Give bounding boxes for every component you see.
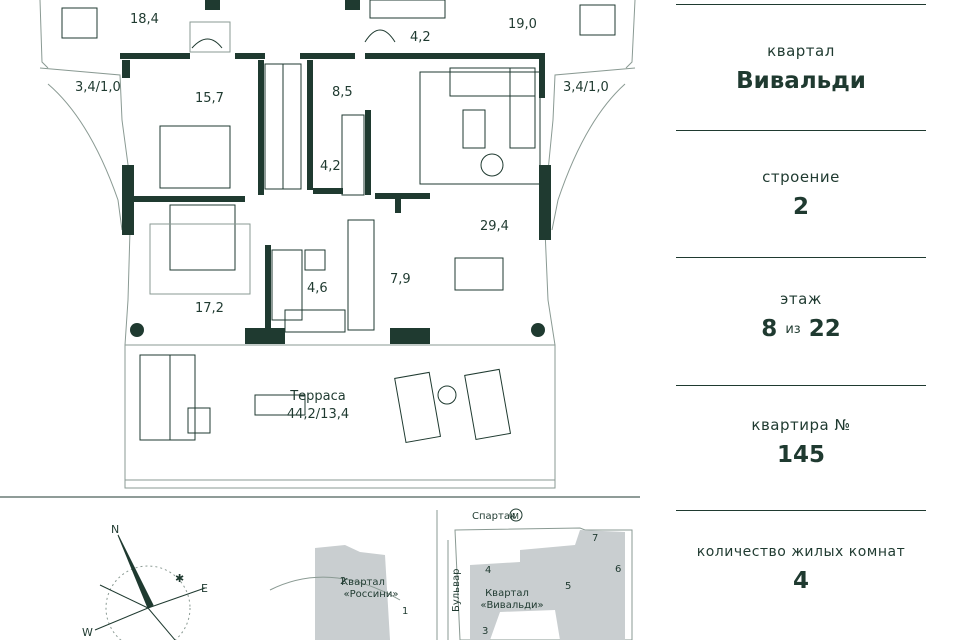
building-4: 4 bbox=[485, 565, 491, 576]
building-value: 2 bbox=[792, 194, 809, 220]
compass-e: E bbox=[201, 582, 208, 595]
room-area-12: 17,2 bbox=[195, 301, 224, 316]
floor-value: 8 bbox=[761, 316, 778, 342]
room-area-2: 4,2 bbox=[410, 30, 431, 45]
info-divider bbox=[676, 257, 926, 258]
rooms-block: количество жилых комнат 4 bbox=[676, 544, 926, 594]
room-area-11: 7,9 bbox=[390, 272, 411, 287]
building-1: 1 bbox=[402, 606, 408, 617]
sun-icon: ✱ bbox=[175, 572, 184, 585]
plan-walls bbox=[120, 0, 551, 344]
floor-value-group: 8 из 22 bbox=[676, 316, 926, 342]
floor-of: из bbox=[785, 322, 801, 337]
quarter-rossini-1: Квартал bbox=[341, 577, 385, 588]
rooms-label: количество жилых комнат bbox=[696, 544, 906, 560]
apartment-info-panel: квартал Вивальди строение 2 этаж 8 из 22 к… bbox=[676, 0, 926, 640]
plan-interior bbox=[61, 0, 616, 444]
building-3: 3 bbox=[482, 626, 488, 637]
quarter-value: Вивальди bbox=[736, 68, 866, 94]
room-area-3: 19,0 bbox=[508, 17, 537, 32]
metro-icon bbox=[509, 508, 523, 522]
quarter-vivaldi-2: «Вивальди» bbox=[480, 600, 543, 611]
apartment-value: 145 bbox=[776, 442, 825, 468]
metro-symbol: М bbox=[512, 512, 519, 521]
room-area-7: 8,5 bbox=[332, 85, 353, 100]
room-area-6: 15,7 bbox=[195, 91, 224, 106]
quarter-block: квартал Вивальди bbox=[676, 42, 926, 94]
floor-label: этаж bbox=[780, 290, 822, 308]
building-5: 5 bbox=[565, 581, 571, 592]
room-area-4: 3,4/1,0 bbox=[75, 80, 121, 95]
info-divider bbox=[676, 130, 926, 131]
building-block: строение 2 bbox=[676, 168, 926, 220]
compass: N E W ✱ bbox=[82, 523, 208, 640]
building-6: 6 bbox=[615, 564, 621, 575]
room-area-10: 4,6 bbox=[307, 281, 328, 296]
metro-name: Спартак bbox=[472, 511, 516, 522]
quarter-vivaldi-1: Квартал bbox=[485, 588, 529, 599]
building-label: строение bbox=[762, 168, 840, 186]
quarter-rossini-2: «Россини» bbox=[344, 589, 399, 600]
location-map: Спартак М Бульвар Квартал «Россини» Квар… bbox=[269, 508, 633, 640]
info-divider bbox=[676, 510, 926, 511]
floor-plan: 18,4 4,2 19,0 3,4/1,0 3,4/1,0 15,7 8,5 4… bbox=[0, 0, 640, 640]
floor-total: 22 bbox=[808, 316, 841, 342]
apartment-label: квартира № bbox=[751, 416, 851, 434]
info-divider bbox=[676, 385, 926, 386]
apartment-block: квартира № 145 bbox=[676, 416, 926, 468]
floor-block: этаж 8 из 22 bbox=[676, 290, 926, 342]
room-labels: 18,4 4,2 19,0 3,4/1,0 3,4/1,0 15,7 8,5 4… bbox=[75, 12, 609, 422]
compass-w: W bbox=[82, 626, 93, 639]
building-7: 7 bbox=[592, 533, 598, 544]
plan-outline bbox=[39, 0, 636, 489]
room-area-8: 4,2 bbox=[320, 159, 341, 174]
rooms-value: 4 bbox=[792, 568, 809, 594]
room-area-5: 3,4/1,0 bbox=[563, 80, 609, 95]
terrace-name: Терраса bbox=[289, 389, 346, 404]
room-area-1: 18,4 bbox=[130, 12, 159, 27]
terrace-area: 44,2/13,4 bbox=[287, 407, 349, 422]
quarter-label: квартал bbox=[767, 42, 835, 60]
info-divider bbox=[676, 4, 926, 5]
building-2: 2 bbox=[340, 576, 346, 587]
compass-n: N bbox=[111, 523, 119, 536]
room-area-9: 29,4 bbox=[480, 219, 509, 234]
street-label: Бульвар bbox=[451, 569, 462, 612]
